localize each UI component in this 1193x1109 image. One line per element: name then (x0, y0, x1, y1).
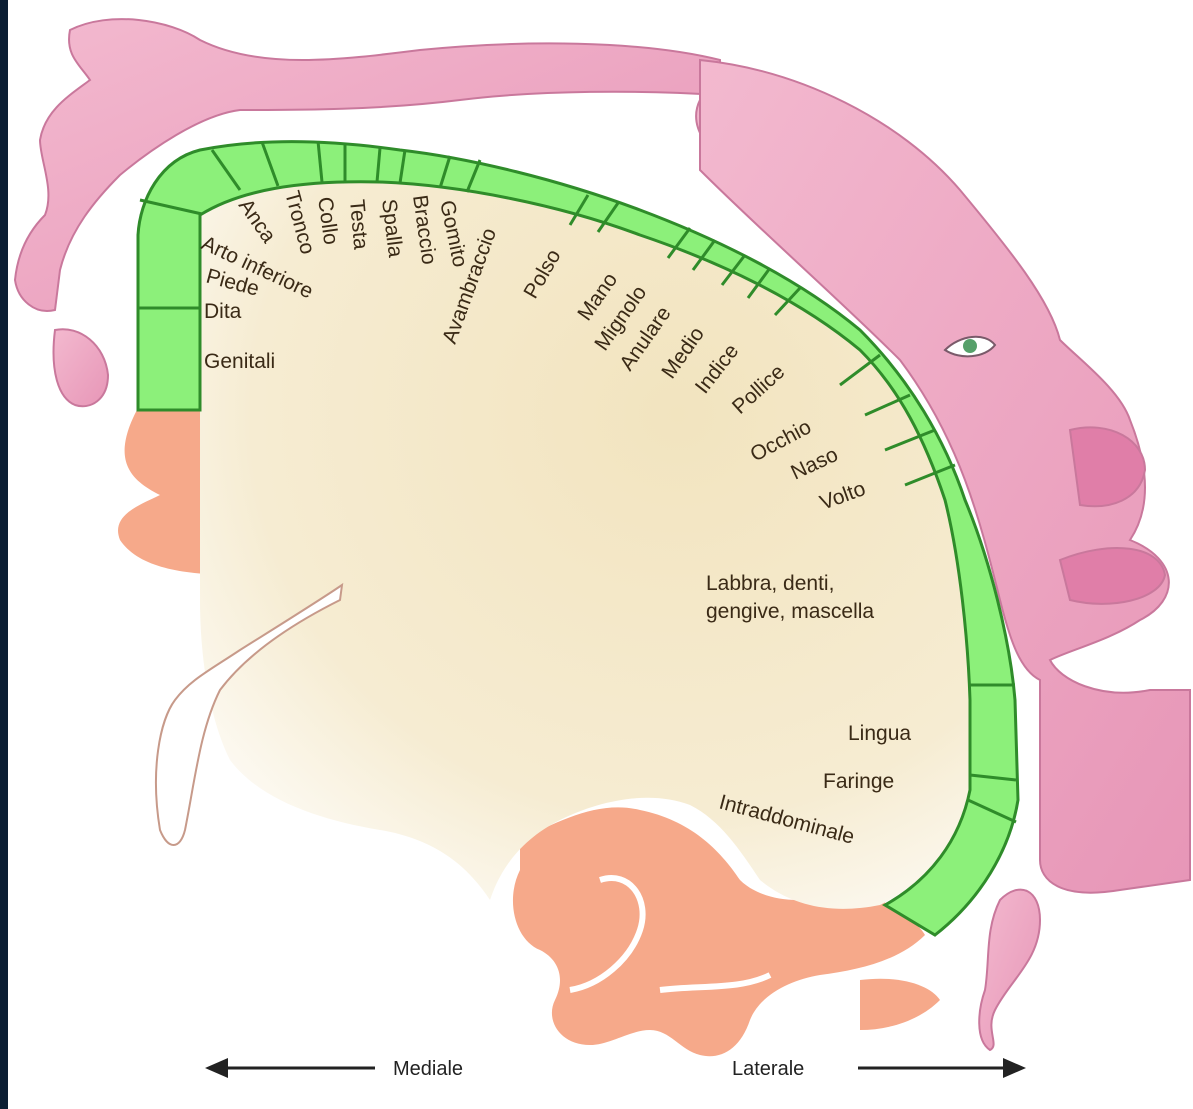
label-genitali: Genitali (204, 350, 275, 373)
medial-lateral-axis: Mediale Laterale (205, 1058, 1026, 1080)
label-laterale: Laterale (732, 1058, 804, 1080)
label-mediale: Mediale (393, 1058, 463, 1080)
label-labbra-2: gengive, mascella (706, 600, 874, 623)
label-labbra-1: Labbra, denti, (706, 572, 834, 595)
label-dita: Dita (204, 300, 242, 323)
label-faringe: Faringe (823, 770, 894, 793)
label-testa: Testa (345, 198, 372, 250)
label-lingua: Lingua (848, 722, 911, 745)
